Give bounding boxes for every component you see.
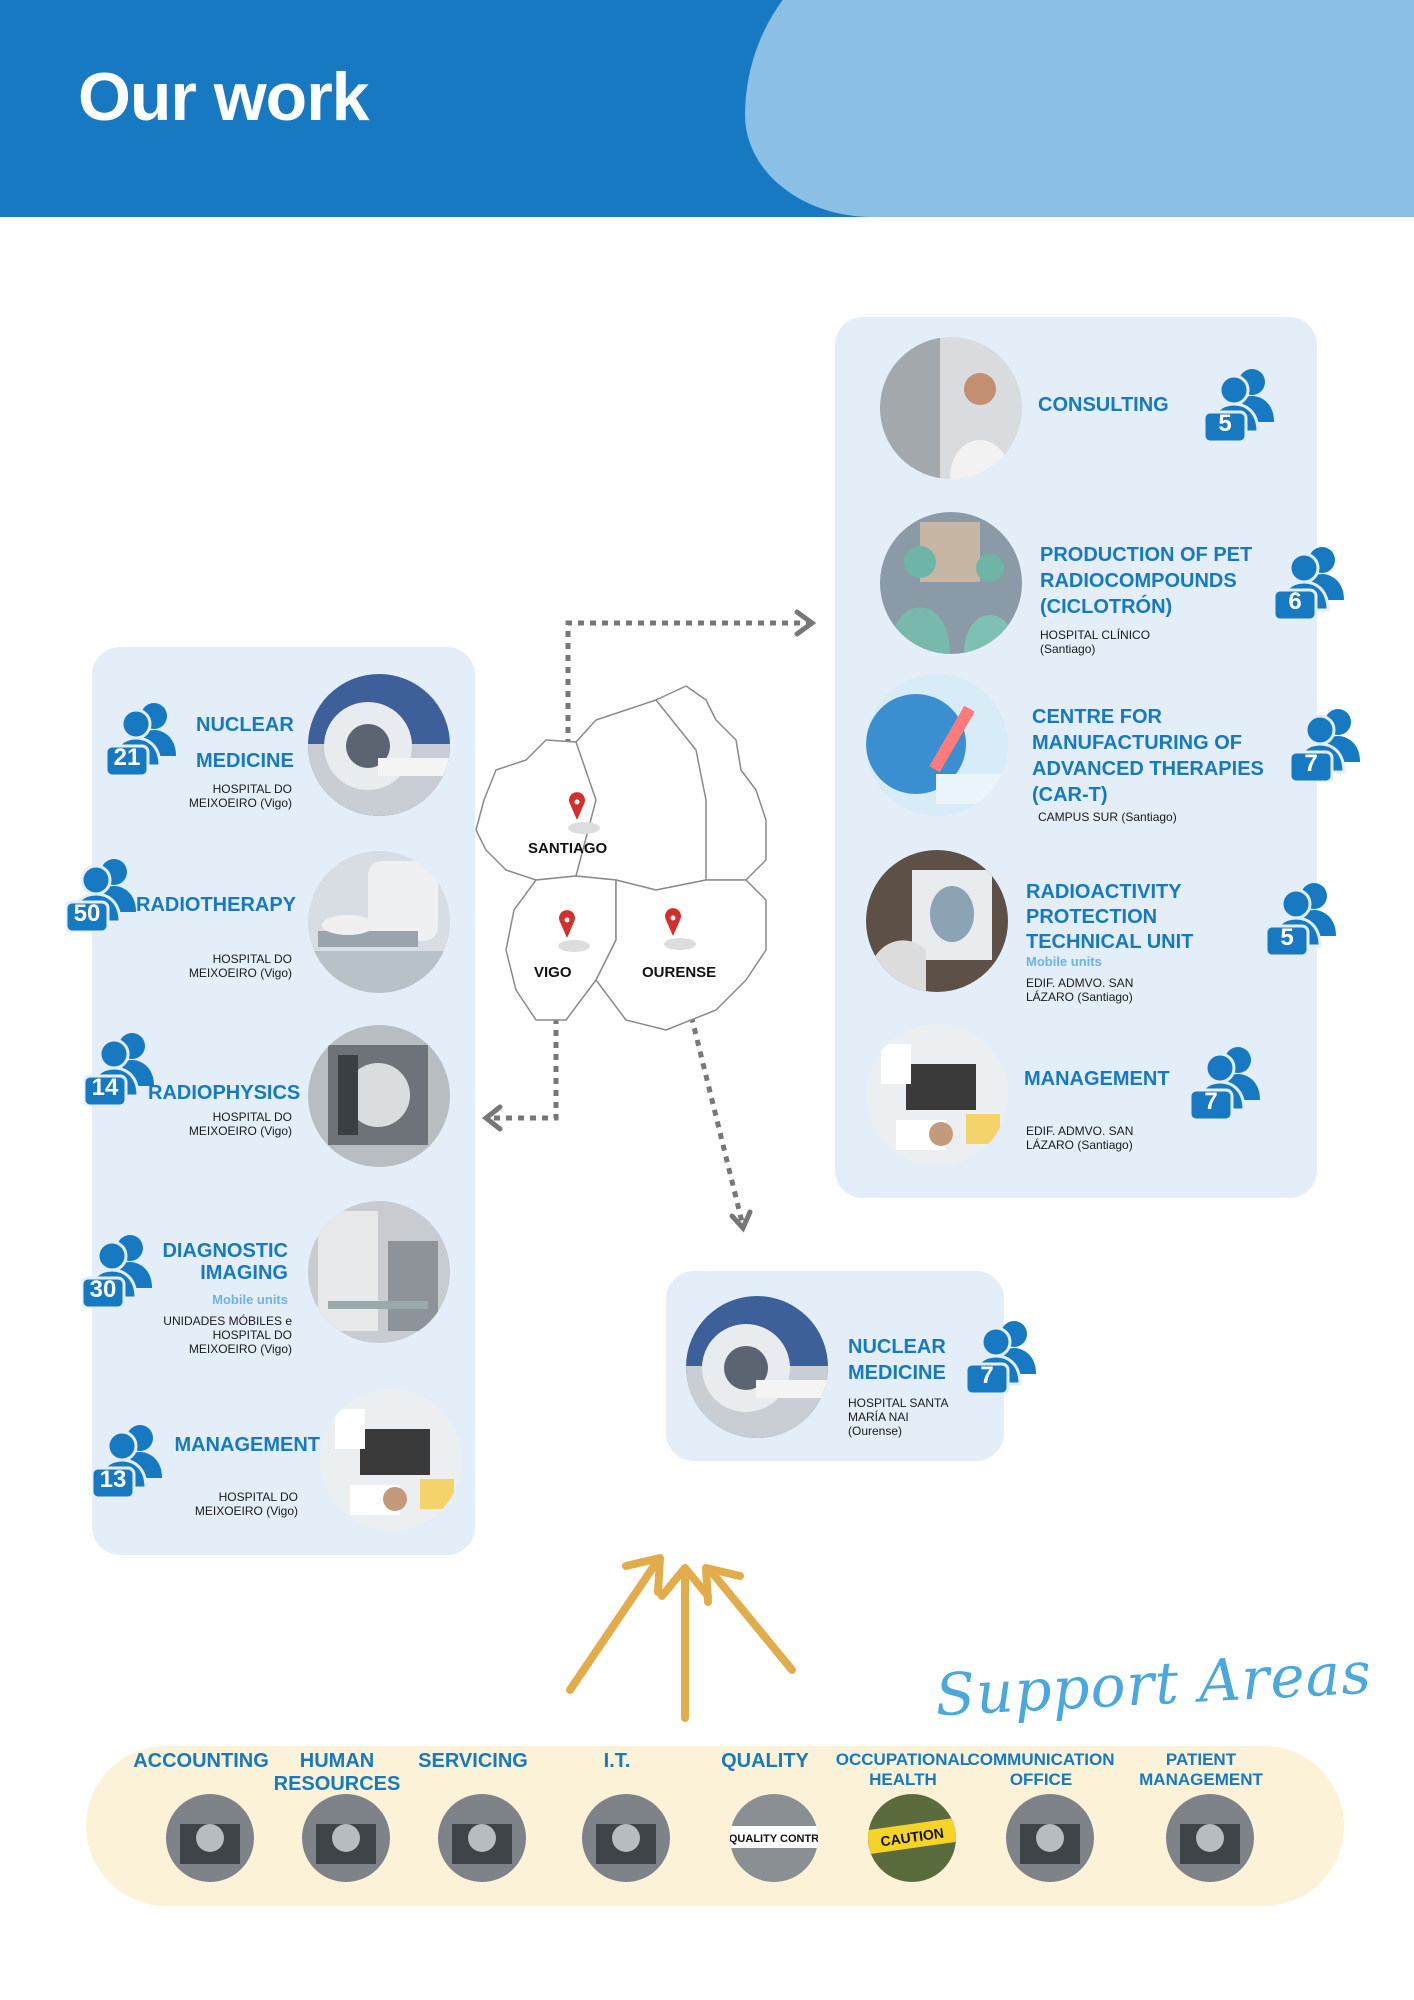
unit-name: RADIOTHERAPY (136, 894, 297, 916)
megaphone-photo (1006, 1794, 1094, 1882)
calculator-photo (166, 1794, 254, 1882)
city-label-ourense: OURENSE (642, 964, 717, 981)
city-label-santiago: SANTIAGO (528, 840, 608, 857)
support-area-occupational-health: OCCUPATIONAL HEALTH CAUTION (828, 1746, 978, 1906)
unit-location: HOSPITAL DO MEIXOEIRO (Vigo) (188, 1110, 292, 1138)
staff-count-icon: 5 (1204, 366, 1276, 442)
staff-count-icon: 50 (66, 856, 138, 932)
staff-count-icon: 7 (966, 1318, 1038, 1394)
tools-photo (438, 1794, 526, 1882)
support-area-label: ACCOUNTING (133, 1750, 269, 1772)
support-area-label: QUALITY (721, 1750, 809, 1772)
unit-location: UNIDADES MÓBILES e HOSPITAL DO MEIXOEIRO… (163, 1314, 292, 1356)
support-area-servicing: SERVICING (398, 1746, 548, 1906)
staff-count-icon: 7 (1290, 706, 1362, 782)
unit-name: DIAGNOSTIC IMAGING (162, 1240, 288, 1284)
quality-sign-text: QUALITY CONTR (730, 1833, 818, 1845)
unit-location: EDIF. ADMVO. SAN LÁZARO (Santiago) (1026, 1124, 1134, 1152)
map-pin-vigo (558, 910, 590, 952)
unit-name: MANAGEMENT (1024, 1068, 1170, 1090)
pipette-photo (866, 674, 1008, 816)
unit-location: HOSPITAL DO MEIXOEIRO (Vigo) (188, 952, 292, 980)
unit-name: PRODUCTION OF PET RADIOCOMPOUNDS (CICLOT… (1040, 544, 1253, 618)
unit-name: NUCLEAR MEDICINE (196, 714, 294, 772)
xray-photo (866, 850, 1008, 992)
support-area-label: COMMUNICATION OFFICE (967, 1750, 1115, 1789)
support-area-label: PATIENT MANAGEMENT (1139, 1750, 1263, 1789)
unit-location: HOSPITAL CLÍNICO (Santiago) (1040, 628, 1151, 656)
support-area-label: I.T. (603, 1750, 631, 1772)
support-area-patient-management: PATIENT MANAGEMENT (1126, 1746, 1276, 1906)
laptop-photo (582, 1794, 670, 1882)
unit-location: HOSPITAL DO MEIXOEIRO (Vigo) (188, 782, 292, 810)
support-areas-title: Support Areas (933, 1638, 1374, 1730)
staff-count-icon: 7 (1190, 1044, 1262, 1120)
unit-name: CENTRE FOR MANUFACTURING OF ADVANCED THE… (1032, 706, 1264, 806)
desk-work-photo (866, 1024, 1008, 1166)
support-area-label: OCCUPATIONAL HEALTH (835, 1750, 971, 1789)
unit-name: RADIOACTIVITY PROTECTION TECHNICAL UNIT (1026, 881, 1194, 953)
support-areas-band: ACCOUNTING HUMAN RESOURCES SERVICING I.T… (86, 1746, 1344, 1906)
desk-work-photo (320, 1389, 462, 1531)
unit-location: HOSPITAL SANTA MARÍA NAI (Ourense) (848, 1396, 949, 1438)
support-area-quality: QUALITY QUALITY CONTR (690, 1746, 840, 1906)
map-pin-santiago (568, 792, 600, 834)
staff-count-icon: 14 (84, 1030, 156, 1106)
unit-location: CAMPUS SUR (Santiago) (1038, 810, 1177, 824)
unit-location: HOSPITAL DO MEIXOEIRO (Vigo) (194, 1490, 298, 1518)
mobile-unit-photo (308, 1201, 450, 1343)
support-area-label: HUMAN RESOURCES (273, 1750, 401, 1795)
radiotherapy-photo (308, 851, 450, 993)
unit-name: MANAGEMENT (174, 1434, 320, 1456)
support-area-label: SERVICING (418, 1750, 528, 1772)
support-area-it: I.T. (542, 1746, 692, 1906)
unit-name: NUCLEAR MEDICINE (848, 1336, 946, 1384)
lab-photo (880, 512, 1022, 654)
unit-location: EDIF. ADMVO. SAN LÁZARO (Santiago) (1026, 976, 1134, 1004)
unit-name: CONSULTING (1038, 394, 1169, 416)
nuclear-scanner-photo (308, 674, 450, 816)
support-area-accounting: ACCOUNTING (126, 1746, 276, 1906)
nuclear-scanner-photo (686, 1296, 828, 1438)
unit-name: RADIOPHYSICS (148, 1082, 301, 1104)
staff-count-icon: 30 (82, 1232, 154, 1308)
staff-count-icon: 13 (92, 1422, 164, 1498)
city-label-vigo: VIGO (534, 964, 572, 981)
galicia-map (466, 680, 826, 1060)
consulting-photo (880, 337, 1022, 479)
header-bar: Our work (0, 0, 1414, 217)
staff-count-icon: 6 (1274, 544, 1346, 620)
support-area-communication-office: COMMUNICATION OFFICE (966, 1746, 1116, 1906)
caution-tape-photo: CAUTION (868, 1794, 956, 1882)
mobile-units-tag: Mobile units (212, 1292, 288, 1307)
handshake-photo (302, 1794, 390, 1882)
radiophysics-photo (308, 1025, 450, 1167)
mobile-units-tag: Mobile units (1026, 954, 1102, 969)
staff-count-icon: 5 (1266, 880, 1338, 956)
staff-count-icon: 21 (106, 700, 178, 776)
map-pin-ourense (664, 908, 696, 950)
support-area-human-resources: HUMAN RESOURCES (262, 1746, 412, 1906)
patient-care-photo (1166, 1794, 1254, 1882)
quality-control-photo: QUALITY CONTR (730, 1794, 818, 1882)
support-arrows (566, 1554, 796, 1722)
page-title: Our work (78, 59, 369, 135)
header-decorative-shape (745, 0, 1414, 217)
